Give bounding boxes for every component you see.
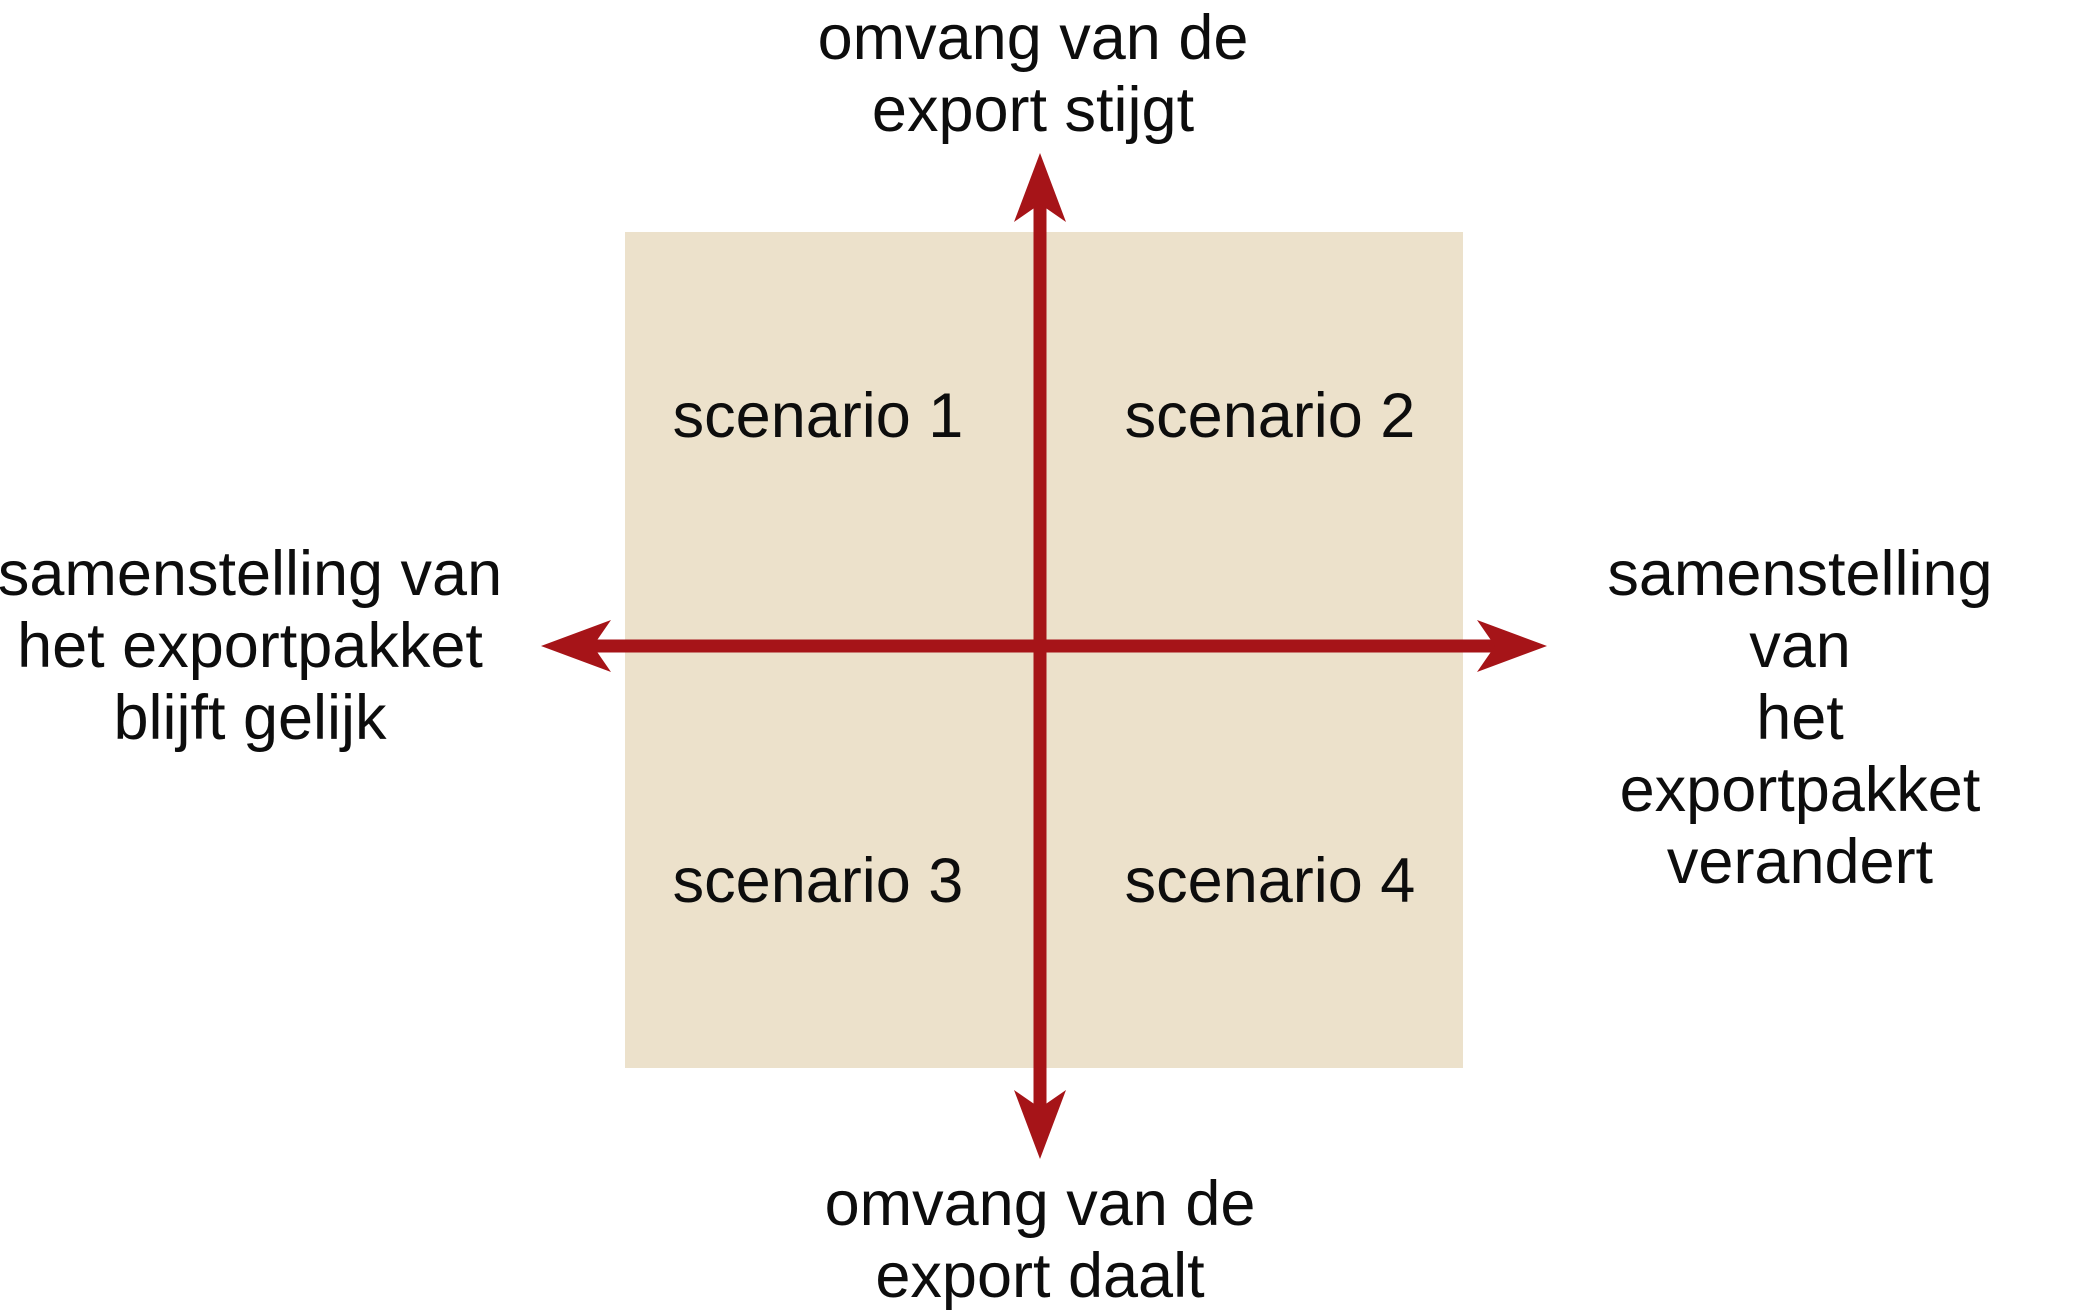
arrowhead-right-icon <box>1477 620 1547 672</box>
arrowhead-left-icon <box>541 620 611 672</box>
vertical-axis-bottom-label: omvang van de export daalt <box>824 1169 1256 1311</box>
horizontal-axis-right-label: samenstelling van het exportpakket veran… <box>1607 539 1993 897</box>
vertical-axis-top-label: omvang van de export stijgt <box>817 3 1249 145</box>
quadrant-label-scenario-1: scenario 1 <box>672 381 964 451</box>
quadrant-label-scenario-4: scenario 4 <box>1124 846 1416 916</box>
quadrant-label-scenario-3: scenario 3 <box>672 846 964 916</box>
quadrant-label-scenario-2: scenario 2 <box>1124 381 1416 451</box>
arrowhead-down-icon <box>1014 1090 1066 1159</box>
horizontal-axis-left-label: samenstelling van het exportpakket blijf… <box>0 539 503 753</box>
arrowhead-up-icon <box>1014 153 1066 222</box>
